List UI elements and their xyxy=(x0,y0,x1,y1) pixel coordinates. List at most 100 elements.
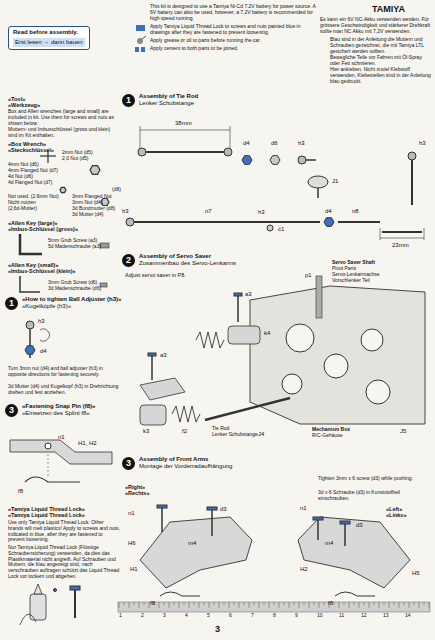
part-label: J1 xyxy=(332,178,338,185)
ruler xyxy=(199,602,200,608)
allen-key xyxy=(20,276,40,292)
tie-rod xyxy=(134,221,320,223)
part-label: Pivot Parts xyxy=(332,266,356,272)
tie-rod xyxy=(140,130,230,131)
tie-rod xyxy=(140,126,141,148)
front-arm xyxy=(335,592,375,596)
tie-rod xyxy=(242,156,252,165)
ruler xyxy=(169,602,170,608)
part-label: 4mm Nut (d6) xyxy=(8,162,39,168)
tie-rod xyxy=(317,188,319,198)
ruler xyxy=(349,602,350,608)
tie-rod xyxy=(306,159,316,161)
ruler xyxy=(334,602,335,605)
part-label: «Imbus-Schlüssel (gross)» xyxy=(8,226,78,232)
ruler xyxy=(224,602,225,605)
note-text: This kit is designed to use a Tamiya Ni-… xyxy=(150,4,320,21)
part-label: 3mm Grub Screw (d6) xyxy=(48,280,97,286)
note-box: Read before assembly.Erst lesen → dann b… xyxy=(8,26,90,50)
ball-adjuster xyxy=(40,329,49,341)
ruler xyxy=(229,602,230,608)
note-text: Hier ankleben. Nicht zuviel Klebstoff ve… xyxy=(330,67,432,84)
part-label: H1 xyxy=(130,566,138,573)
front-arm xyxy=(157,505,167,508)
mechanism-box xyxy=(366,380,390,404)
tie-rod xyxy=(267,225,273,231)
part-label: Nicht nutzen xyxy=(8,200,36,206)
part-label: 38mm xyxy=(175,120,192,127)
part-label: Servo-Lenkarmachse xyxy=(332,272,380,278)
ruler xyxy=(144,602,145,605)
box-wrench xyxy=(90,166,100,175)
part-label: k3 xyxy=(143,428,149,435)
snap-pin xyxy=(45,443,51,449)
step-title-line: Montage der Vorderradaufhängung xyxy=(139,463,232,470)
part-label: 4d Flanged Nut (d7) xyxy=(8,180,52,186)
step-heading: 1«How to tighten Ball Adjuster (h3)»«Kug… xyxy=(5,296,121,310)
mechanism-box xyxy=(324,354,348,378)
part-label: 2,0 Nut (d5) xyxy=(62,156,88,162)
note-icons xyxy=(135,47,139,52)
step-title-line: «Fastening Snap Pin (f8)» xyxy=(22,403,95,410)
part-label: «Werkzeug» xyxy=(8,102,40,108)
front-arm xyxy=(344,524,346,546)
ruler xyxy=(299,602,300,608)
ruler xyxy=(234,602,235,605)
thread-lock-bottle xyxy=(34,584,42,594)
ruler xyxy=(374,602,375,605)
allen-key xyxy=(20,234,42,254)
ruler xyxy=(204,602,205,605)
part-label: 10 xyxy=(317,613,323,619)
part-label: Lenker Schubstange xyxy=(212,432,258,438)
part-label: 2 xyxy=(141,613,144,619)
part-label: 14 xyxy=(405,613,411,619)
part-label: 12 xyxy=(361,613,367,619)
ruler xyxy=(269,602,270,608)
part-label: 4 xyxy=(185,613,188,619)
step-title-line: Lenker Schubstange xyxy=(139,100,198,107)
part-label: h3 xyxy=(38,318,45,325)
part-label: 23mm xyxy=(392,242,409,249)
mechanism-box xyxy=(282,374,302,394)
part-label: 5d Madenschraube (a3) xyxy=(48,244,101,250)
ruler xyxy=(314,602,315,605)
part-label: 4d Nut (d6) xyxy=(8,174,33,180)
note-text: 3d x 6 Schraube (d3) in Kunststoffteil e… xyxy=(318,490,428,502)
part-label: Servo Saver Shaft xyxy=(332,260,375,266)
note-text: Box and Allen wrenches (large and small)… xyxy=(8,109,120,126)
ruler xyxy=(394,602,395,605)
ruler xyxy=(118,602,430,612)
part-label: h3 xyxy=(298,140,305,147)
tie-rod xyxy=(126,218,134,226)
part-label: d3 xyxy=(356,522,363,529)
part-label: 3 xyxy=(215,624,220,634)
ruler xyxy=(364,602,365,605)
part-label: Tie Rod xyxy=(212,426,229,432)
part-label: d4 xyxy=(40,348,47,355)
mechanism-box xyxy=(361,329,383,351)
part-label: m4 xyxy=(188,540,196,547)
servo-saver xyxy=(140,293,290,425)
step-title-line: Assembly of Servo Saver xyxy=(139,253,236,260)
part-label: 3mm Flanged Nut xyxy=(72,194,112,200)
thread-lock-bottle xyxy=(20,584,80,625)
ruler xyxy=(359,602,360,608)
ruler xyxy=(184,602,185,605)
note-text: Apply grease or oil to parts before runn… xyxy=(150,38,315,44)
front-arm xyxy=(140,505,410,596)
thread-lock-bottle xyxy=(54,589,57,592)
ruler xyxy=(219,602,220,608)
snap-pin xyxy=(10,440,112,464)
allen-key xyxy=(100,243,109,248)
tie-rod xyxy=(380,228,381,240)
mechanism-box xyxy=(316,276,322,318)
ruler xyxy=(129,602,130,608)
part-label: d6 xyxy=(271,140,278,147)
ruler xyxy=(284,602,285,605)
ruler xyxy=(289,602,290,608)
ruler xyxy=(404,602,405,605)
step-number: 3 xyxy=(122,457,135,470)
ruler xyxy=(309,602,310,608)
tie-rod xyxy=(338,221,380,223)
part-label: 5mm Grub Screw (a3) xyxy=(48,238,97,244)
